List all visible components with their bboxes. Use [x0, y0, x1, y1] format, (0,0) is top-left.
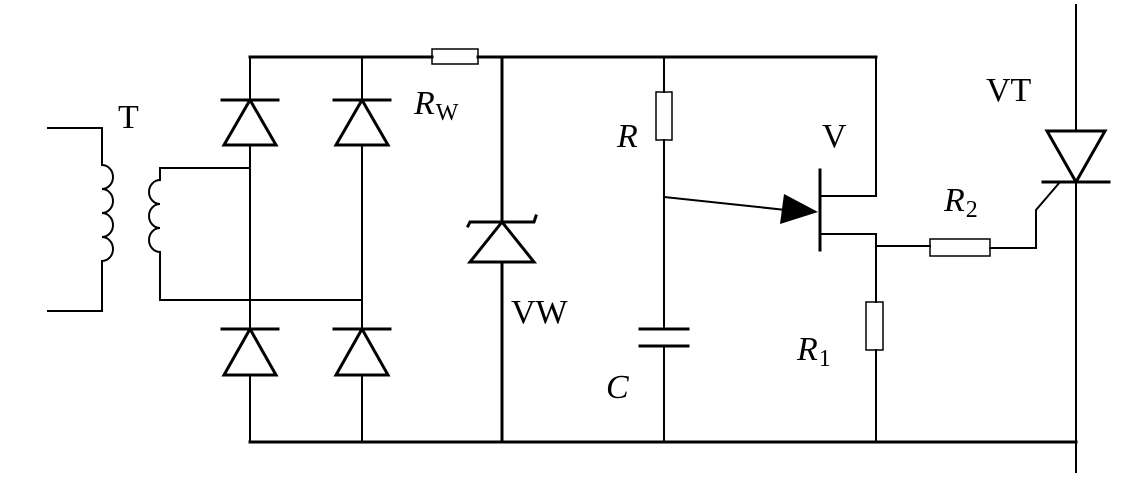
secondary-top-lead — [159, 167, 251, 181]
label-rw: RW — [413, 85, 459, 126]
diode-bridge-top-left — [220, 97, 280, 147]
gate-lead — [989, 180, 1062, 249]
diode-bridge-bottom-left — [220, 325, 280, 377]
label-v: V — [822, 118, 847, 155]
base1-lead — [819, 233, 877, 303]
transformer-t — [47, 127, 363, 312]
thyristor-vt — [1041, 4, 1111, 473]
ujt-v — [662, 56, 884, 443]
label-vw: VW — [511, 294, 569, 331]
zener-vw — [465, 55, 538, 444]
label-r2: R2 — [943, 182, 978, 223]
primary-top-lead — [47, 127, 103, 166]
label-vt: VT — [986, 72, 1032, 109]
diode-bridge-bottom-right — [332, 325, 392, 377]
base2-lead — [819, 56, 877, 197]
primary-winding — [100, 163, 114, 263]
label-r: R — [616, 118, 638, 155]
resistor-rw — [431, 48, 479, 65]
label-c: C — [606, 369, 629, 406]
emitter-lead — [662, 195, 788, 212]
thyristor-body — [1044, 129, 1108, 186]
resistor-r — [655, 91, 673, 141]
resistor-r1 — [865, 301, 884, 351]
resistor-r2 — [929, 238, 991, 257]
label-r1: R1 — [796, 331, 831, 372]
emitter-arrow — [780, 194, 818, 224]
label-transformer-t: T — [118, 99, 139, 136]
primary-bottom-lead — [47, 260, 103, 312]
diode-bridge-top-right — [332, 97, 392, 147]
rc-branch — [638, 56, 690, 443]
gate-drive — [875, 180, 1062, 257]
secondary-bottom-lead — [159, 251, 363, 301]
secondary-winding — [148, 178, 162, 254]
